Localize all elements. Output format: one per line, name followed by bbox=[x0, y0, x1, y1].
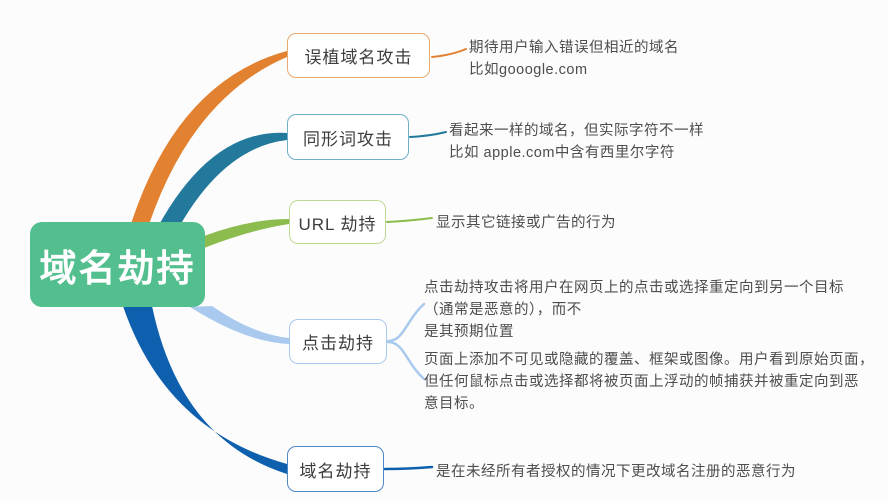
branch-curve-domain-hijacking bbox=[123, 306, 287, 474]
desc-domain-hijacking: 是在未经所有者授权的情况下更改域名注册的恶意行为 bbox=[436, 464, 796, 480]
root-node-label: 域名劫持 bbox=[39, 247, 196, 289]
node-clickjacking-label: 点击劫持 bbox=[302, 334, 374, 353]
desc-url-hijacking: 显示其它链接或广告的行为 bbox=[436, 215, 616, 231]
connector-clickjacking-upper bbox=[386, 302, 426, 343]
node-clickjacking[interactable]: 点击劫持 bbox=[289, 319, 387, 364]
root-node-domain-hijack[interactable]: 域名劫持 bbox=[30, 222, 205, 307]
node-typosquatting-label: 误植域名攻击 bbox=[304, 48, 413, 67]
node-homograph[interactable]: 同形词攻击 bbox=[287, 114, 409, 160]
connector-domain-hijacking bbox=[383, 465, 434, 471]
branch-curve-url-hijacking bbox=[204, 219, 289, 248]
node-url-hijacking[interactable]: URL 劫持 bbox=[289, 200, 386, 244]
node-url-hijacking-label: URL 劫持 bbox=[298, 214, 377, 234]
desc-homograph: 看起来一样的域名，但实际字符不一样 比如 apple.com中含有西里尔字符 bbox=[449, 123, 704, 161]
desc-typosquatting: 期待用户输入错误但相近的域名 比如gooogle.com bbox=[469, 40, 679, 78]
connector-homograph bbox=[409, 131, 447, 138]
connector-clickjacking-lower bbox=[386, 340, 426, 381]
desc-clickjacking-1: 点击劫持攻击将用户在网页上的点击或选择重定向到另一个目标 （通常是恶意的），而不… bbox=[424, 280, 844, 340]
node-homograph-label: 同形词攻击 bbox=[303, 129, 393, 149]
node-domain-hijacking-label: 域名劫持 bbox=[299, 461, 372, 481]
desc-clickjacking-2: 页面上添加不可见或隐藏的覆盖、框架或图像。用户看到原始页面， 但任何鼠标点击或选… bbox=[424, 352, 874, 412]
node-typosquatting[interactable]: 误植域名攻击 bbox=[287, 33, 430, 78]
node-domain-hijacking[interactable]: 域名劫持 bbox=[287, 446, 384, 492]
branch-curve-typosquatting bbox=[126, 51, 287, 243]
connector-url-hijacking bbox=[386, 217, 433, 223]
connector-typosquatting bbox=[431, 48, 467, 58]
branch-curve-clickjacking bbox=[190, 306, 289, 344]
